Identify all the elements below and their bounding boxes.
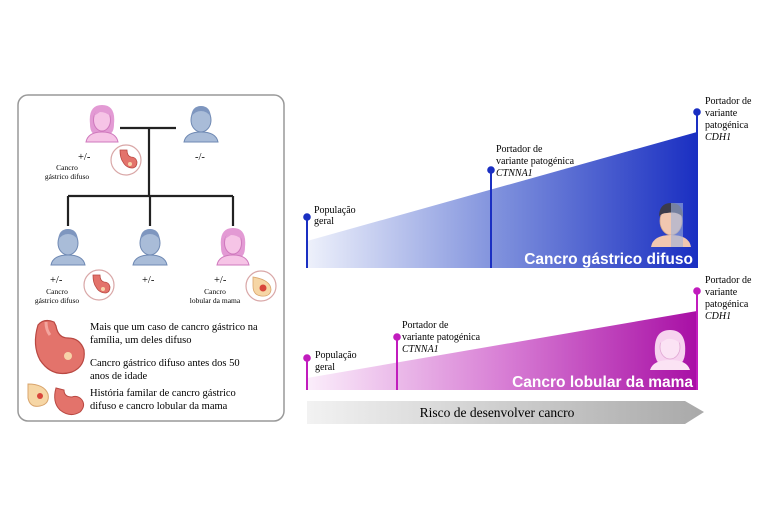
svg-text:Cancro: Cancro [204, 287, 226, 296]
criteria-3-line1: História familar de cancro gástrico [90, 388, 236, 399]
grandfather: -/- [183, 105, 219, 163]
criteria-2-line1: Cancro gástrico difuso antes dos 50 [90, 358, 240, 369]
arrow-label: Risco de desenvolver cancro [420, 405, 575, 420]
svg-text:Cancro: Cancro [56, 163, 78, 172]
breast-icon [245, 270, 277, 302]
marker-label: geral [315, 362, 335, 373]
child-2: +/- [132, 228, 168, 286]
svg-text:gástrico difuso: gástrico difuso [35, 296, 80, 305]
stomach-icon [34, 319, 85, 375]
risk-gradient-blue [307, 132, 697, 268]
gastric-risk-panel: População geral Portador de variante pat… [303, 96, 752, 268]
risk-arrow: Risco de desenvolver cancro [307, 401, 704, 424]
criteria-2-line2: anos de idade [90, 371, 147, 382]
child-1: +/- Cancro gástrico difuso [35, 228, 115, 305]
genotype: +/- [78, 152, 91, 163]
marker-label: patogénica [705, 299, 749, 310]
marker-label: variante [705, 108, 738, 119]
criteria-1-line1: Mais que um caso de cancro gástrico na [90, 322, 258, 333]
marker-label: geral [314, 216, 334, 227]
breast-icon [27, 383, 49, 407]
criteria-list: Mais que um caso de cancro gástrico na f… [27, 319, 258, 416]
genotype: -/- [195, 152, 205, 163]
stomach-icon [110, 144, 142, 176]
pedigree-lines [66, 126, 235, 226]
gene-label: CTNNA1 [496, 168, 533, 179]
criteria-3-line2: difuso e cancro lobular da mama [90, 401, 228, 412]
marker-label: variante patogénica [496, 156, 575, 167]
genotype: +/- [214, 275, 227, 286]
marker-label: variante [705, 287, 738, 298]
marker-label: Portador de [496, 144, 543, 155]
woman-face-icon [650, 330, 690, 370]
genotype: +/- [50, 275, 63, 286]
marker-label: Portador de [705, 96, 752, 107]
stomach-icon [54, 387, 85, 416]
svg-text:Cancro: Cancro [46, 287, 68, 296]
risk-gradient-pink [307, 311, 697, 390]
marker-label: População [315, 350, 357, 361]
face-icon [651, 203, 691, 247]
gene-label: CDH1 [705, 132, 731, 143]
marker-label: Portador de [705, 275, 752, 286]
marker-label: patogénica [705, 120, 749, 131]
gene-label: CDH1 [705, 311, 731, 322]
marker-label: variante patogénica [402, 332, 481, 343]
breast-risk-panel: População geral Portador de variante pat… [303, 275, 752, 391]
marker-label: Portador de [402, 320, 449, 331]
child-3: +/- Cancro lobular da mama [190, 227, 277, 305]
grandmother: +/- Cancro gástrico difuso [45, 104, 142, 181]
marker-label: População [314, 205, 356, 216]
gene-label: CTNNA1 [402, 344, 439, 355]
svg-text:gástrico difuso: gástrico difuso [45, 172, 90, 181]
breast-title: Cancro lobular da mama [512, 374, 693, 391]
genotype: +/- [142, 275, 155, 286]
svg-text:lobular da mama: lobular da mama [190, 296, 241, 305]
gastric-title: Cancro gástrico difuso [524, 251, 693, 268]
criteria-1-line2: família, um deles difuso [90, 335, 191, 346]
stomach-icon [83, 269, 115, 301]
